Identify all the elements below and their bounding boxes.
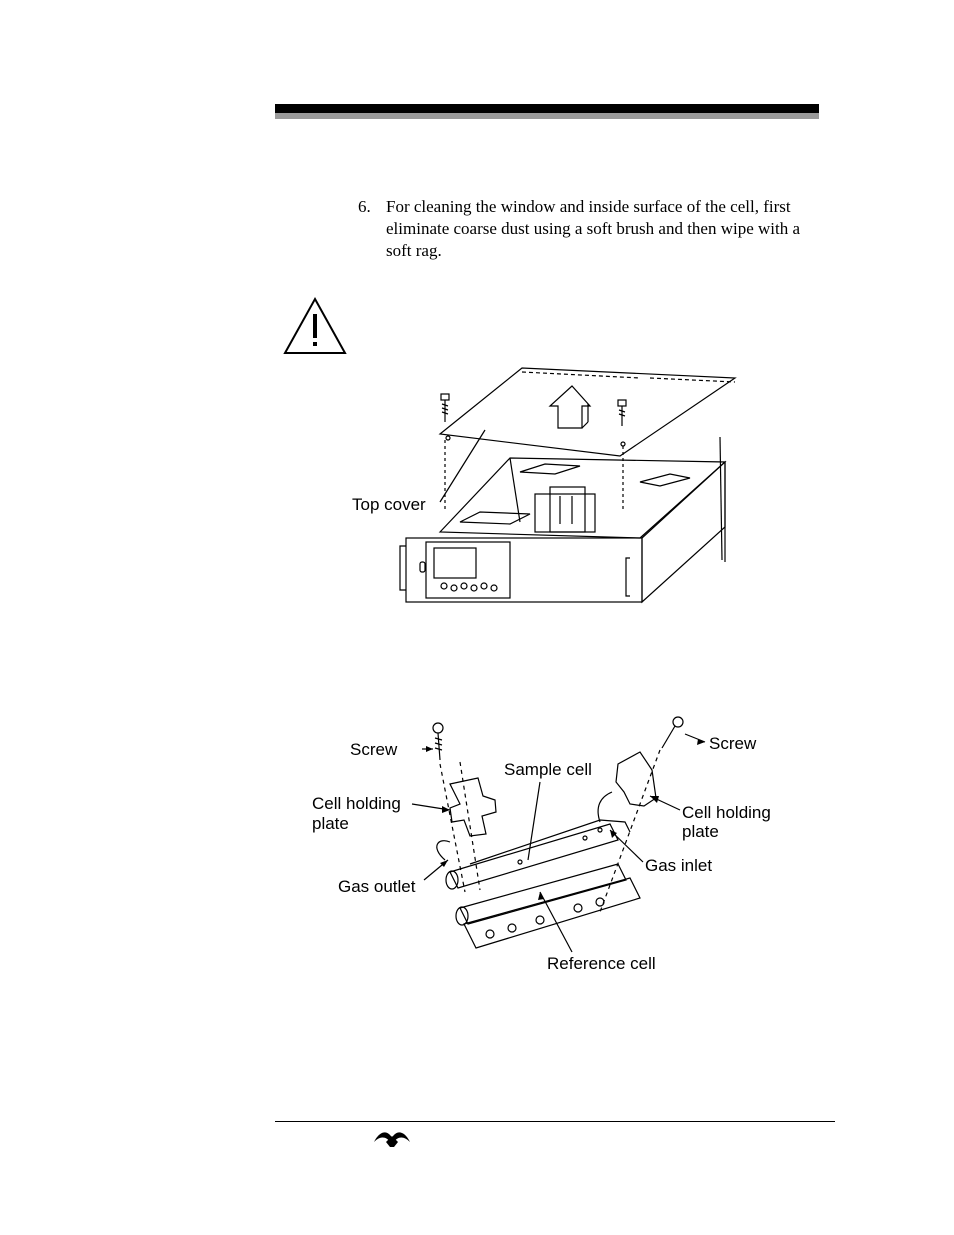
handle-right — [625, 557, 630, 597]
cell-holding-plate-right — [615, 751, 657, 807]
gas-inlet-tube — [597, 791, 613, 823]
label-cell-holding-plate-left-2: plate — [312, 814, 349, 833]
sample-cell-tube — [449, 823, 619, 889]
label-sample-cell: Sample cell — [504, 760, 592, 779]
teledyne-logo-icon — [374, 1132, 410, 1147]
footer-rule — [275, 1121, 835, 1122]
label-cell-holding-plate-right-2: plate — [682, 822, 719, 841]
label-gas-outlet: Gas outlet — [338, 877, 416, 896]
label-cell-holding-plate-right-1: Cell holding — [682, 803, 771, 822]
label-gas-inlet: Gas inlet — [645, 856, 712, 875]
label-cell-holding-plate-left-1: Cell holding — [312, 794, 401, 813]
screw-icon-right — [661, 716, 684, 749]
screw-icon-right — [617, 399, 627, 426]
mounting-plate — [463, 877, 641, 949]
top-cover-plate — [438, 367, 737, 457]
cell-holding-plate-left — [449, 777, 497, 837]
label-screw-left: Screw — [350, 740, 398, 759]
label-top-cover: Top cover — [352, 495, 426, 514]
label-screw-right: Screw — [709, 734, 757, 753]
lift-arrow-icon — [548, 385, 592, 429]
screw-icon-left — [432, 722, 444, 761]
top-cover-figure: Top cover — [352, 367, 737, 604]
header-rule-black — [275, 104, 819, 113]
handle-left — [399, 545, 406, 591]
step-number: 6. — [358, 197, 371, 216]
label-reference-cell: Reference cell — [547, 954, 656, 973]
screw-icon-left — [440, 393, 450, 422]
display-window — [433, 547, 477, 579]
gas-outlet-tube — [436, 840, 451, 861]
header-rule-gray — [275, 113, 819, 119]
warning-triangle-icon — [283, 296, 347, 354]
step-text: For cleaning the window and inside surfa… — [386, 197, 801, 260]
cell-assembly-figure: Screw Screw Sample cell Cell holding pla… — [312, 716, 771, 973]
reference-cell-tube — [459, 863, 627, 925]
